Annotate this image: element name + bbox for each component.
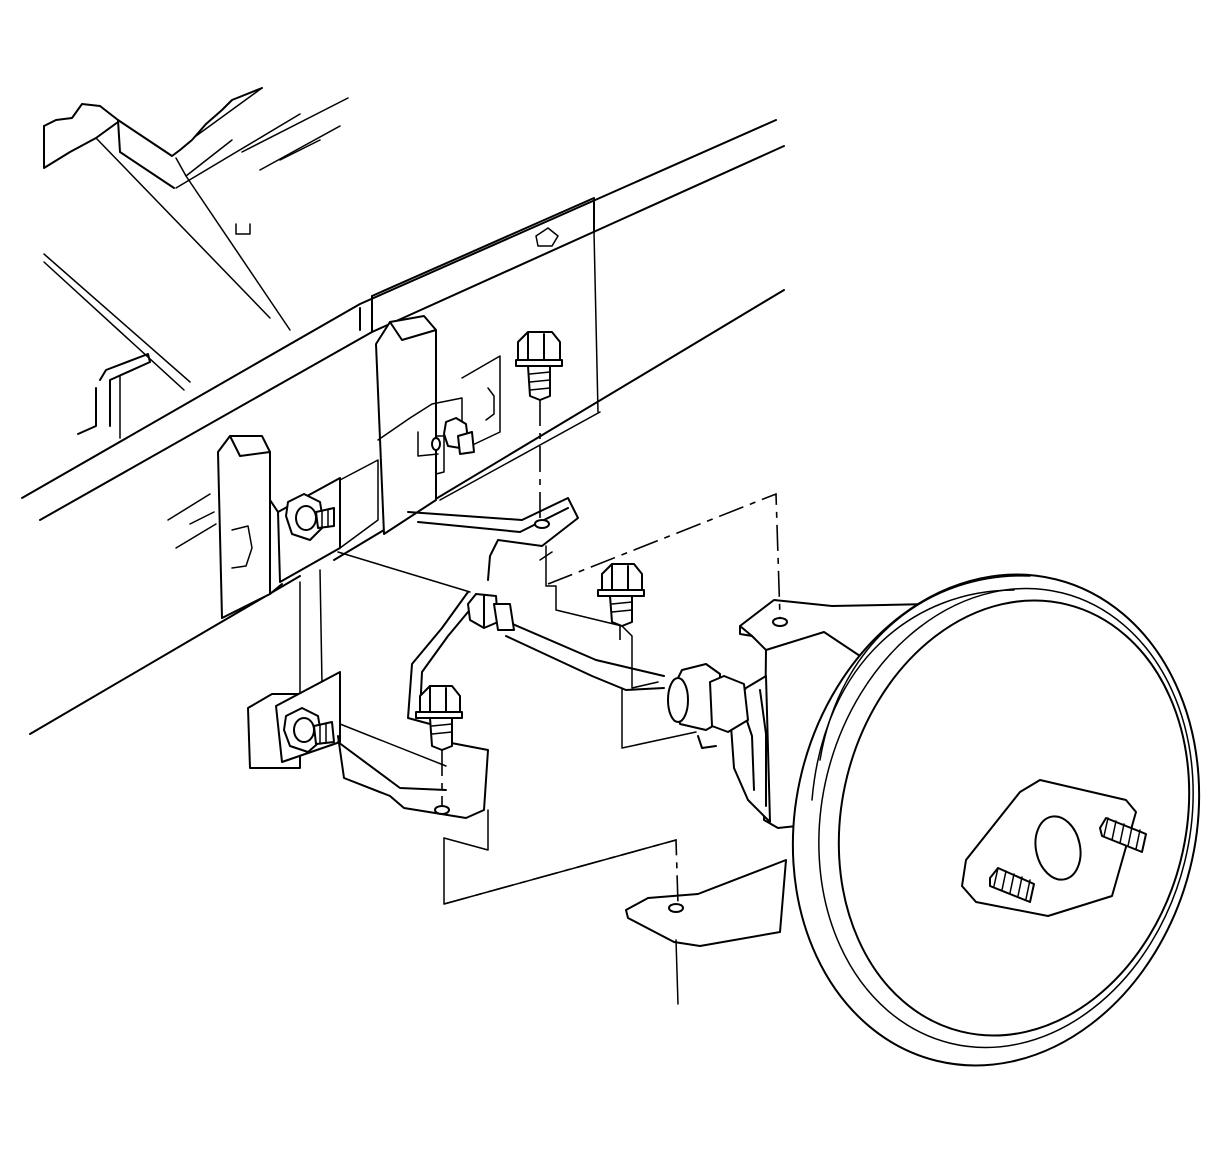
mounting-hole [431, 437, 441, 451]
mounting-hole [534, 519, 550, 529]
mounting-holes [431, 437, 788, 913]
alignment-lines [441, 400, 781, 905]
rod-end-fitting [467, 593, 515, 631]
nut-center [443, 417, 475, 455]
left-mounting-bracket [217, 435, 379, 695]
nut-lower-left [283, 707, 335, 753]
bolt-upper [515, 331, 563, 401]
mounting-hole [434, 805, 450, 815]
stud-left [989, 867, 1035, 903]
bolt-lower [415, 685, 463, 751]
nut-upper-left [285, 493, 335, 541]
mounting-hole [668, 903, 684, 913]
stud-right [1099, 817, 1147, 853]
bolt-middle [597, 563, 645, 627]
mounting-hole [772, 617, 788, 627]
center-mounting-bracket [375, 315, 501, 535]
horn-assembly [625, 573, 1201, 1067]
